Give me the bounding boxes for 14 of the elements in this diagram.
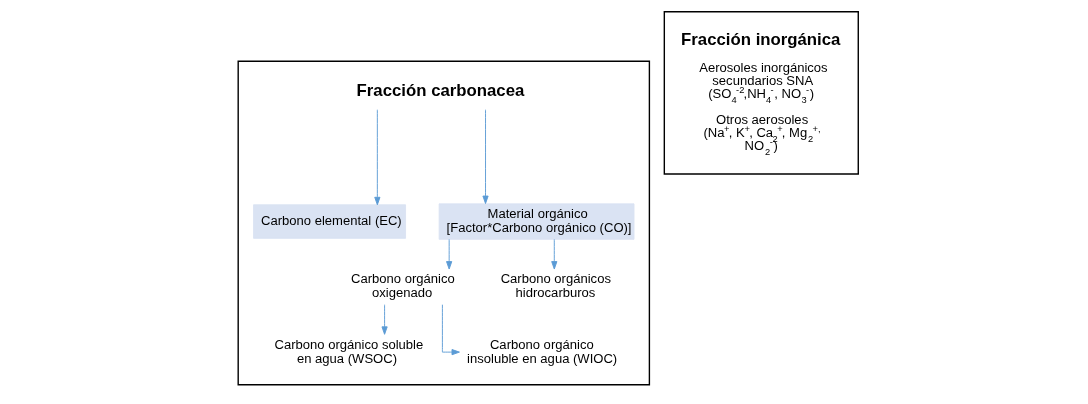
node-text: Carbono orgánico oxigenado — [350, 271, 455, 301]
arrow — [550, 238, 557, 270]
arrow — [441, 304, 460, 356]
arrow — [445, 238, 452, 270]
node-text: Carbono orgánico soluble en agua (WSOC) — [274, 336, 423, 366]
arrow — [373, 109, 380, 206]
node-text: Fracción carbonacea — [356, 81, 524, 101]
arrow — [481, 109, 489, 204]
node-box: Material orgánico [Factor*Carbono orgánico (CO)] — [438, 203, 634, 240]
node-box: Carbono elemental (EC) — [252, 204, 406, 239]
node-text: Carbono orgánico insoluble en agua (WIOC) — [466, 336, 617, 366]
arrow — [381, 304, 388, 335]
cluster — [237, 60, 650, 386]
node-text: Carbono orgánicos hidrocarburos — [500, 271, 611, 301]
